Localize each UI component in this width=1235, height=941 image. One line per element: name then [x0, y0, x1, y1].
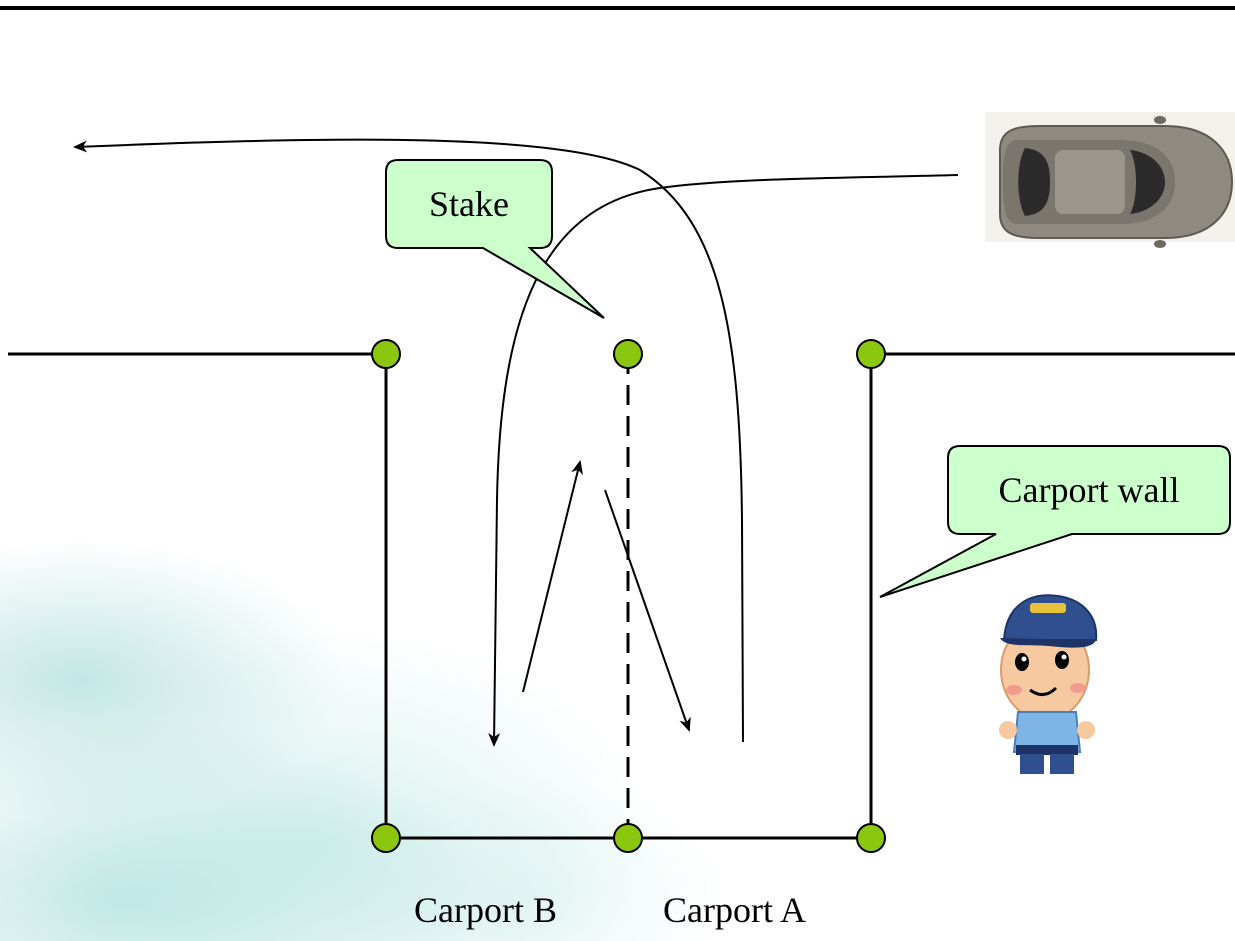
carport-b-label: Carport B [414, 890, 557, 930]
security-guard-icon [999, 594, 1098, 774]
path-enter-carport-b [488, 174, 959, 747]
stake-callout-label: Stake [429, 184, 509, 224]
carport-a-label: Carport A [663, 890, 806, 930]
arrow-down-carport-a [604, 489, 691, 732]
post-top-right [856, 339, 886, 369]
car-top-view-icon [985, 112, 1235, 248]
post-stake [613, 339, 643, 369]
post-top-left [371, 339, 401, 369]
carport-wall-callout-bubble [879, 445, 1231, 598]
path-exit-carport-a [73, 138, 744, 743]
arrow-up-carport-b [522, 460, 583, 693]
post-bottom-right [856, 823, 886, 853]
stake-callout-bubble [385, 159, 605, 319]
post-bottom-middle [613, 823, 643, 853]
carport-wall-callout-label: Carport wall [998, 470, 1180, 510]
post-bottom-left [371, 823, 401, 853]
